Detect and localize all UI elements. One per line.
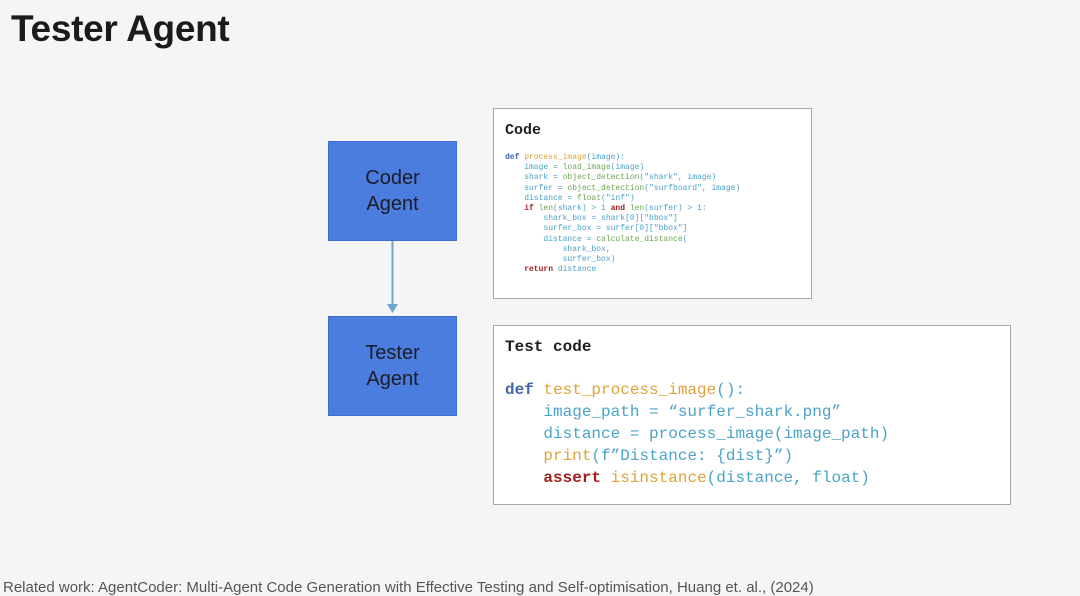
code-token: distance = process_image(image_path) <box>505 425 890 443</box>
test-code-block: def test_process_image(): image_path = “… <box>505 379 889 489</box>
code-line: shark_box = shark[0]["bbox"] <box>505 214 740 224</box>
code-token: len <box>538 204 554 214</box>
code-token: len <box>629 204 645 214</box>
code-line: surfer = object_detection("surfboard", i… <box>505 184 740 194</box>
coder-agent-label: Coder Agent <box>365 167 420 215</box>
code-token: assert <box>505 469 611 487</box>
code-token: surfer_box) <box>505 255 616 265</box>
code-token: float <box>577 193 602 203</box>
code-line: def test_process_image(): <box>505 379 889 401</box>
code-panel: Code def process_image(image): image = l… <box>493 108 812 299</box>
code-line: def process_image(image): <box>505 153 740 163</box>
code-line: assert isinstance(distance, float) <box>505 467 889 489</box>
code-token: (distance, float) <box>706 469 870 487</box>
code-token: if <box>505 204 539 214</box>
code-token: shark = <box>505 173 563 183</box>
tester-agent-label: Tester Agent <box>365 342 420 390</box>
code-line: image_path = “surfer_shark.png” <box>505 401 889 423</box>
code-token: distance <box>557 265 597 275</box>
code-token: test_process_image <box>543 381 717 399</box>
code-line: return distance <box>505 265 740 275</box>
code-token: load_image <box>562 163 611 173</box>
code-token: image_path = “surfer_shark.png” <box>505 403 842 421</box>
code-line: if len(shark) > 1 and len(surfer) > 1: <box>505 204 740 214</box>
code-token: def <box>505 153 525 162</box>
code-token: surfer = <box>505 183 568 193</box>
code-line: surfer_box = surfer[0]["bbox"] <box>505 224 740 234</box>
code-line: surfer_box) <box>505 255 740 265</box>
code-line: shark_box, <box>505 245 740 255</box>
code-token: distance = <box>505 193 578 203</box>
slide-title: Tester Agent <box>11 8 230 49</box>
test-code-panel: Test code def test_process_image(): imag… <box>493 325 1011 505</box>
code-token: (shark) > 1 <box>553 204 611 214</box>
related-work-footnote: Related work: AgentCoder: Multi-Agent Co… <box>3 579 814 596</box>
code-token: ("surfboard", image) <box>644 183 741 193</box>
code-line: distance = float("inf") <box>505 194 740 204</box>
code-token: and <box>610 204 630 214</box>
code-token: distance = <box>505 234 597 244</box>
coder-agent-box: Coder Agent <box>328 141 457 241</box>
code-token: object_detection <box>562 173 640 183</box>
code-token: print <box>505 447 592 465</box>
code-token: ("inf") <box>601 193 635 203</box>
code-token: isinstance <box>610 469 707 487</box>
code-token: ("shark", image) <box>639 173 717 183</box>
code-token: shark_box = shark[0]["bbox"] <box>505 214 678 224</box>
code-token: (surfer) > 1: <box>644 204 707 214</box>
test-code-panel-title: Test code <box>505 338 592 356</box>
code-token: image = <box>505 163 563 173</box>
code-token: (): <box>716 381 746 399</box>
code-line: distance = process_image(image_path) <box>505 423 889 445</box>
code-token: def <box>505 381 544 399</box>
code-token: (image) <box>610 163 645 173</box>
code-line: image = load_image(image) <box>505 163 740 173</box>
code-token: process_image <box>524 153 587 162</box>
code-token: surfer_box = surfer[0]["bbox"] <box>505 224 688 234</box>
code-token: (f”Distance: {dist}”) <box>591 447 794 465</box>
code-panel-title: Code <box>505 122 542 139</box>
code-token: (image): <box>586 153 626 162</box>
code-block: def process_image(image): image = load_i… <box>505 153 740 275</box>
tester-agent-box: Tester Agent <box>328 316 457 416</box>
arrow-head <box>387 304 398 313</box>
code-line: print(f”Distance: {dist}”) <box>505 445 889 467</box>
code-line: shark = object_detection("shark", image) <box>505 173 740 183</box>
code-line: distance = calculate_distance( <box>505 235 740 245</box>
code-token: object_detection <box>567 183 645 193</box>
code-token: calculate_distance <box>596 234 683 244</box>
code-token: shark_box, <box>505 244 611 254</box>
code-token: return <box>505 265 558 275</box>
code-token: ( <box>682 234 688 244</box>
